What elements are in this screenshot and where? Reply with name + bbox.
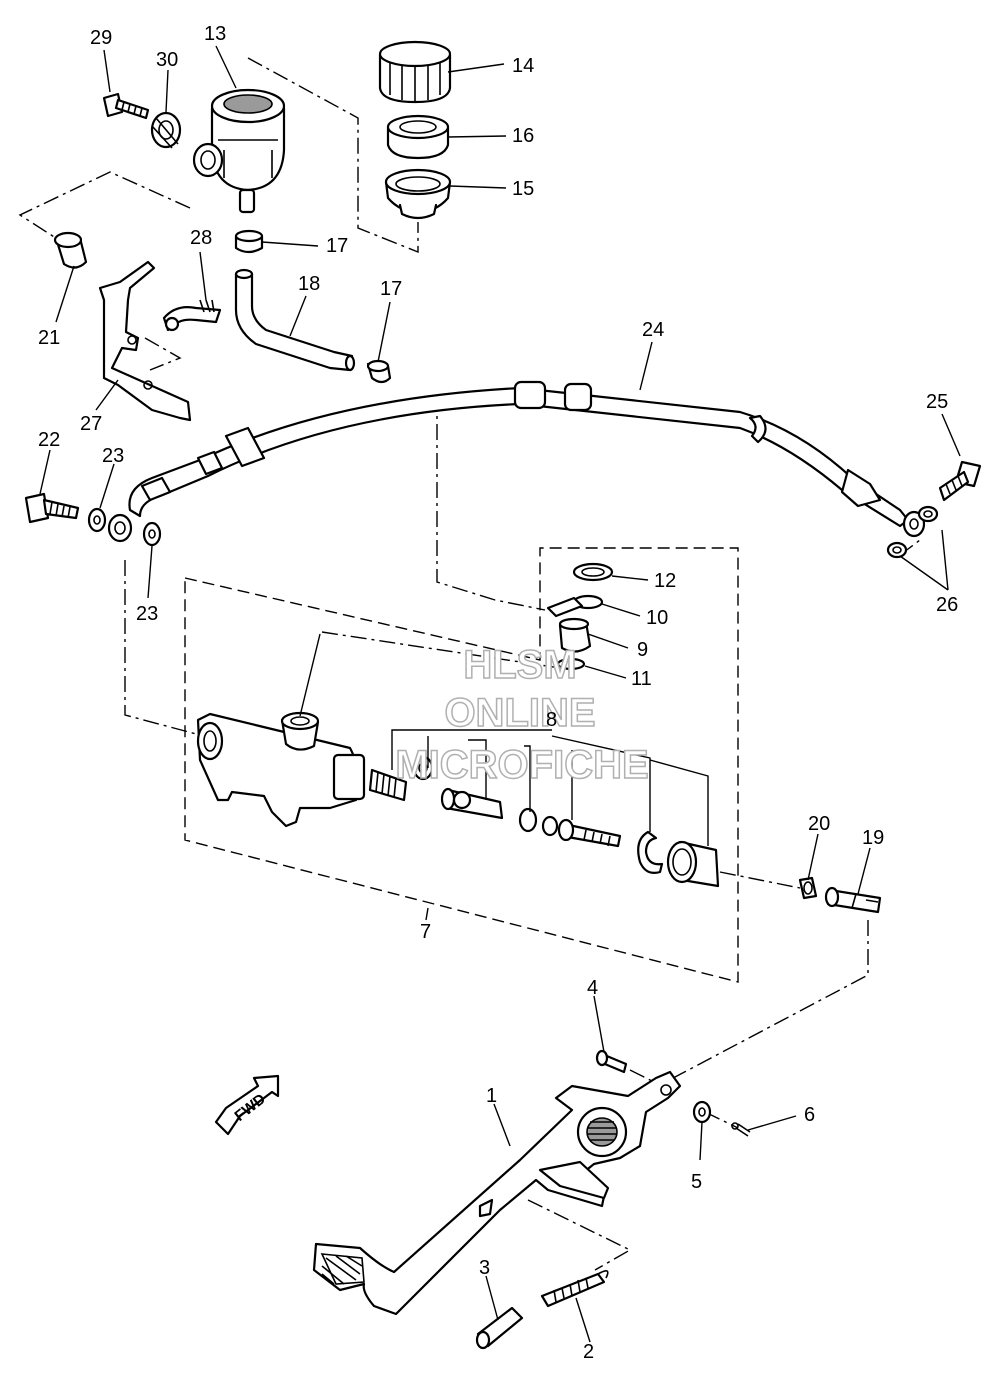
callout-11: 11: [631, 668, 652, 690]
washer-26-lower[interactable]: [886, 541, 908, 559]
diaphragm[interactable]: [384, 168, 452, 220]
push-rod[interactable]: [557, 818, 622, 848]
brake-hose[interactable]: [107, 380, 926, 543]
clevis[interactable]: [824, 886, 882, 914]
watermark: HLSM ONLINE MICROFICHE: [395, 642, 650, 788]
callout-15: 15: [512, 178, 534, 200]
callout-6: 6: [804, 1104, 815, 1126]
union-bolt-left[interactable]: [24, 492, 80, 524]
callout-3: 3: [479, 1257, 490, 1279]
callout-27: 27: [80, 413, 102, 435]
copper-washer-left[interactable]: [87, 507, 107, 533]
reservoir-tank[interactable]: [192, 88, 286, 214]
reservoir-bolt[interactable]: [102, 92, 150, 120]
return-spring[interactable]: [540, 1270, 609, 1308]
watermark-line-1: HLSM: [463, 643, 576, 687]
callout-4: 4: [587, 977, 598, 999]
clevis-pin[interactable]: [595, 1049, 628, 1074]
callout-5: 5: [691, 1171, 702, 1193]
assembly-boundary-7: [184, 547, 739, 983]
hose-clip[interactable]: [162, 299, 222, 332]
callout-10: 10: [646, 607, 668, 629]
callout-13: 13: [204, 23, 226, 45]
cotter-pin[interactable]: [731, 1122, 751, 1137]
callout-17-upper: 17: [326, 235, 348, 257]
callout-18: 18: [298, 273, 320, 295]
callout-21: 21: [38, 327, 60, 349]
o-ring-12[interactable]: [572, 562, 614, 582]
master-cylinder-body[interactable]: [196, 711, 366, 828]
hose-joint[interactable]: [558, 617, 592, 653]
piston[interactable]: [440, 787, 504, 820]
callout-8: 8: [546, 709, 557, 731]
callout-24: 24: [642, 319, 664, 341]
circlip-10[interactable]: [546, 594, 604, 618]
watermark-line-2: ONLINE: [444, 691, 595, 735]
callout-17-lower: 17: [380, 278, 402, 300]
diaphragm-plate[interactable]: [386, 114, 450, 160]
copper-washer-right[interactable]: [142, 521, 162, 547]
reservoir-cap[interactable]: [378, 40, 452, 104]
fwd-arrow-icon: FWD: [214, 1074, 280, 1136]
callout-16: 16: [512, 125, 534, 147]
callout-25: 25: [926, 391, 948, 413]
dust-boot[interactable]: [666, 840, 720, 888]
callout-29: 29: [90, 27, 112, 49]
hose-clamp-lower[interactable]: [366, 359, 392, 384]
piston-spring[interactable]: [368, 768, 408, 802]
reservoir-hose[interactable]: [234, 268, 356, 372]
collar[interactable]: [53, 231, 88, 269]
callout-1: 1: [486, 1085, 497, 1107]
washer-26-upper[interactable]: [917, 505, 939, 523]
secondary-cup[interactable]: [541, 815, 559, 837]
primary-cup[interactable]: [518, 807, 538, 833]
circlip-piston[interactable]: [637, 830, 664, 874]
callout-22: 22: [38, 429, 60, 451]
callout-2: 2: [583, 1341, 594, 1363]
connection-lines: [18, 57, 921, 1271]
callout-23-upper: 23: [102, 445, 124, 467]
lock-nut[interactable]: [798, 876, 818, 900]
watermark-line-3: MICROFICHE: [395, 743, 648, 787]
union-bolt-right[interactable]: [938, 460, 982, 502]
callout-19: 19: [862, 827, 884, 849]
grommet-30[interactable]: [150, 111, 182, 149]
callout-labels: 1 2 3 4 5 6 7 8 9 10 11 12 13 14 15 16 1…: [38, 23, 958, 1363]
callout-26: 26: [936, 594, 958, 616]
brake-pedal[interactable]: [312, 1070, 682, 1316]
callout-9: 9: [637, 639, 648, 661]
callout-14: 14: [512, 55, 534, 77]
callout-20: 20: [808, 813, 830, 835]
callout-28: 28: [190, 227, 212, 249]
hose-clamp-upper[interactable]: [234, 229, 264, 254]
reservoir-bracket[interactable]: [98, 260, 192, 422]
leader-lines: [39, 45, 961, 1343]
plain-washer[interactable]: [692, 1100, 712, 1124]
callout-30: 30: [156, 49, 178, 71]
callout-7: 7: [420, 921, 431, 943]
callout-12: 12: [654, 570, 676, 592]
pedal-collar[interactable]: [475, 1306, 524, 1350]
o-ring-11[interactable]: [556, 657, 586, 671]
callout-23-lower: 23: [136, 603, 158, 625]
